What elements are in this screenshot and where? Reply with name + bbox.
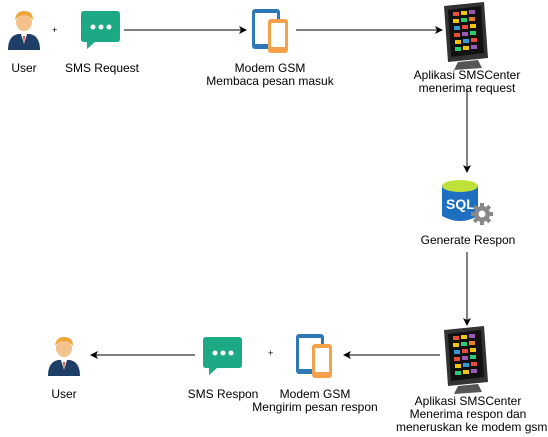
top-user-label: User (0, 62, 48, 75)
db-label: Generate Respon (408, 234, 528, 247)
user-icon (48, 337, 80, 376)
bottom-app-line1: Aplikasi SMSCenter (414, 394, 522, 408)
db-badge-text: SQL (446, 196, 475, 212)
sms-bubble-icon (203, 337, 242, 375)
db-label-text: Generate Respon (420, 233, 516, 247)
sms-request-label: SMS Request (52, 62, 152, 75)
top-modem-label: Modem GSM Membaca pesan masuk (196, 62, 344, 88)
top-plus-sign: + (52, 25, 58, 35)
server-monitor-icon (444, 326, 488, 394)
bottom-modem-line2: Mengirim pesan respon (252, 400, 378, 414)
sql-database-icon: SQL (442, 180, 493, 225)
top-app-line2: menerima request (418, 81, 516, 95)
top-user-text: User (11, 61, 37, 75)
top-app-label: Aplikasi SMSCenter menerima request (404, 69, 530, 95)
user-icon (8, 11, 40, 50)
bottom-user-label: User (40, 388, 88, 401)
bottom-user-text: User (51, 387, 77, 401)
top-modem-line1: Modem GSM (234, 61, 306, 75)
flow-arrows (90, 26, 471, 359)
modem-gsm-icon (252, 9, 288, 53)
bottom-modem-line1: Modem GSM (279, 387, 351, 401)
sms-respon-text: SMS Respon (187, 387, 259, 401)
bottom-plus-sign: + (268, 348, 274, 358)
bottom-modem-label: Modem GSM Mengirim pesan respon (246, 388, 384, 414)
sms-request-text: SMS Request (64, 61, 140, 75)
gear-icon (471, 203, 493, 225)
bottom-app-line3: meneruskan ke modem gsm (396, 420, 548, 434)
sms-bubble-icon (81, 11, 120, 49)
server-monitor-icon (444, 2, 488, 70)
sms-respon-label: SMS Respon (180, 388, 266, 401)
bottom-app-line2: Menerima respon dan (409, 407, 527, 421)
modem-gsm-icon (296, 334, 332, 378)
top-app-line1: Aplikasi SMSCenter (413, 68, 521, 82)
top-modem-line2: Membaca pesan masuk (206, 74, 334, 88)
bottom-app-label: Aplikasi SMSCenter Menerima respon dan m… (396, 394, 548, 434)
